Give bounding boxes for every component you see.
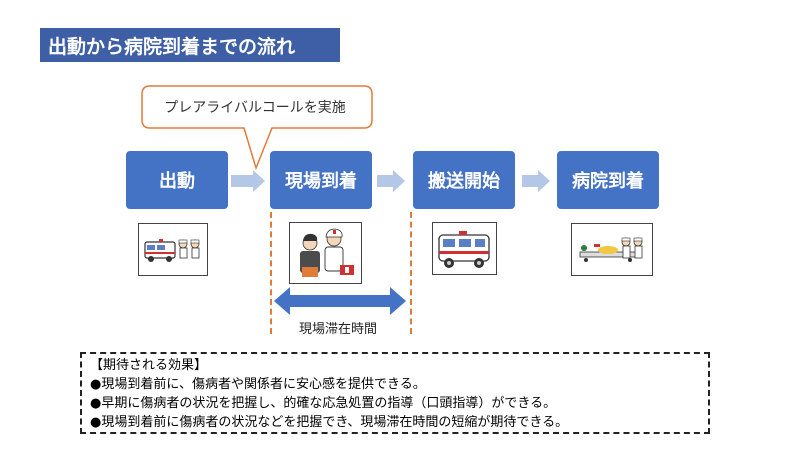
callout-text: プレアライバルコールを実施: [164, 100, 346, 116]
arrow-right-icon: [377, 170, 405, 192]
effect-item: ●現場到着前に、傷病者や関係者に安心感を提供できる。: [90, 377, 426, 392]
expected-effects-box: 【期待される効果】 ●現場到着前に、傷病者や関係者に安心感を提供できる。 ●早期…: [80, 352, 710, 434]
effects-heading: 【期待される効果】: [90, 358, 208, 373]
step-dispatch: 出動: [126, 151, 228, 209]
ambulance-with-crew-icon: [138, 223, 208, 276]
ambulance-icon: [432, 222, 497, 275]
double-arrow-icon: [274, 287, 406, 315]
step-hospital-arrival: 病院到着: [557, 151, 659, 209]
arrow-right-icon: [522, 170, 550, 192]
arrow-right-icon: [231, 170, 265, 192]
scene-end-marker: [410, 212, 412, 334]
on-scene-time-label: 現場滞在時間: [298, 322, 377, 337]
stretcher-transport-icon: [571, 223, 653, 276]
effect-item: ●現場到着前に傷病者の状況などを把握でき、現場滞在時間の短縮が期待できる。: [90, 415, 569, 430]
step-transport-start: 搬送開始: [413, 151, 515, 209]
consultation-icon: [289, 222, 362, 284]
effect-item: ●早期に傷病者の状況を把握し、的確な応急処置の指導（口頭指導）ができる。: [90, 396, 557, 411]
step-arrival-at-scene: 現場到着: [270, 151, 372, 209]
page-title: 出動から病院到着までの流れ: [40, 28, 340, 62]
scene-start-marker: [270, 212, 272, 334]
